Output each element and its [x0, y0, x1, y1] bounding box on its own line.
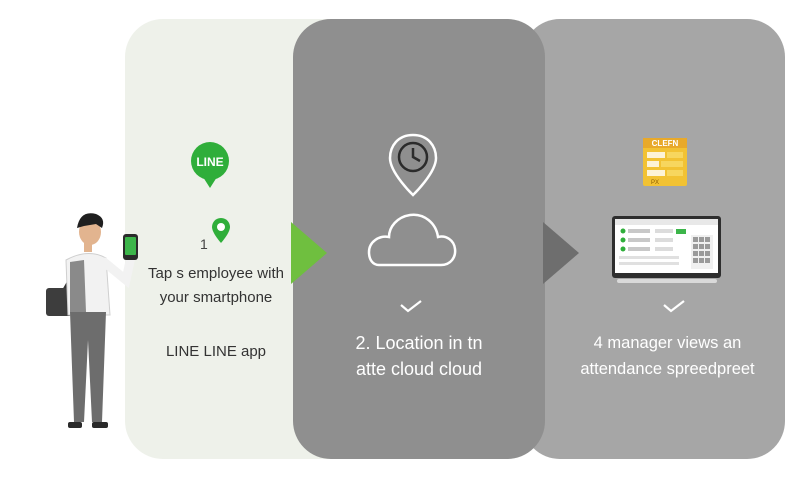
step-panel-2 [293, 19, 545, 459]
step3-description-line2: attendance spreedpreet [580, 360, 755, 378]
spreadsheet-sublabel: PX [651, 180, 659, 186]
step1-number: 1 [200, 236, 208, 252]
person-illustration [46, 213, 137, 428]
check-icon-step2 [400, 300, 422, 313]
clock-location-pin-icon [388, 133, 438, 197]
step2-description-line1: 2. Location in tn [355, 333, 483, 353]
smartphone-icon [123, 234, 138, 260]
step-arrow-gray [543, 222, 579, 284]
line-badge-text: LINE [196, 155, 223, 169]
cloud-icon [367, 213, 457, 267]
monitor-spreadsheet-icon [612, 216, 721, 283]
check-icon-step3 [663, 300, 685, 313]
spreadsheet-icon: CLEFN PX [643, 138, 687, 186]
step-arrow-green [291, 222, 327, 284]
location-pin-icon [212, 218, 230, 243]
step1-app-label: LINE LINE app [165, 343, 267, 360]
step2-description-line2: atte cloud cloud [355, 359, 483, 379]
spreadsheet-label: CLEFN [652, 139, 679, 148]
line-app-badge: LINE [191, 142, 229, 188]
step3-description-line1: 4 manager views an [593, 334, 742, 352]
step1-description-line1: Tap s employee with [148, 265, 284, 282]
step1-description-line2: your smartphone [159, 289, 273, 306]
